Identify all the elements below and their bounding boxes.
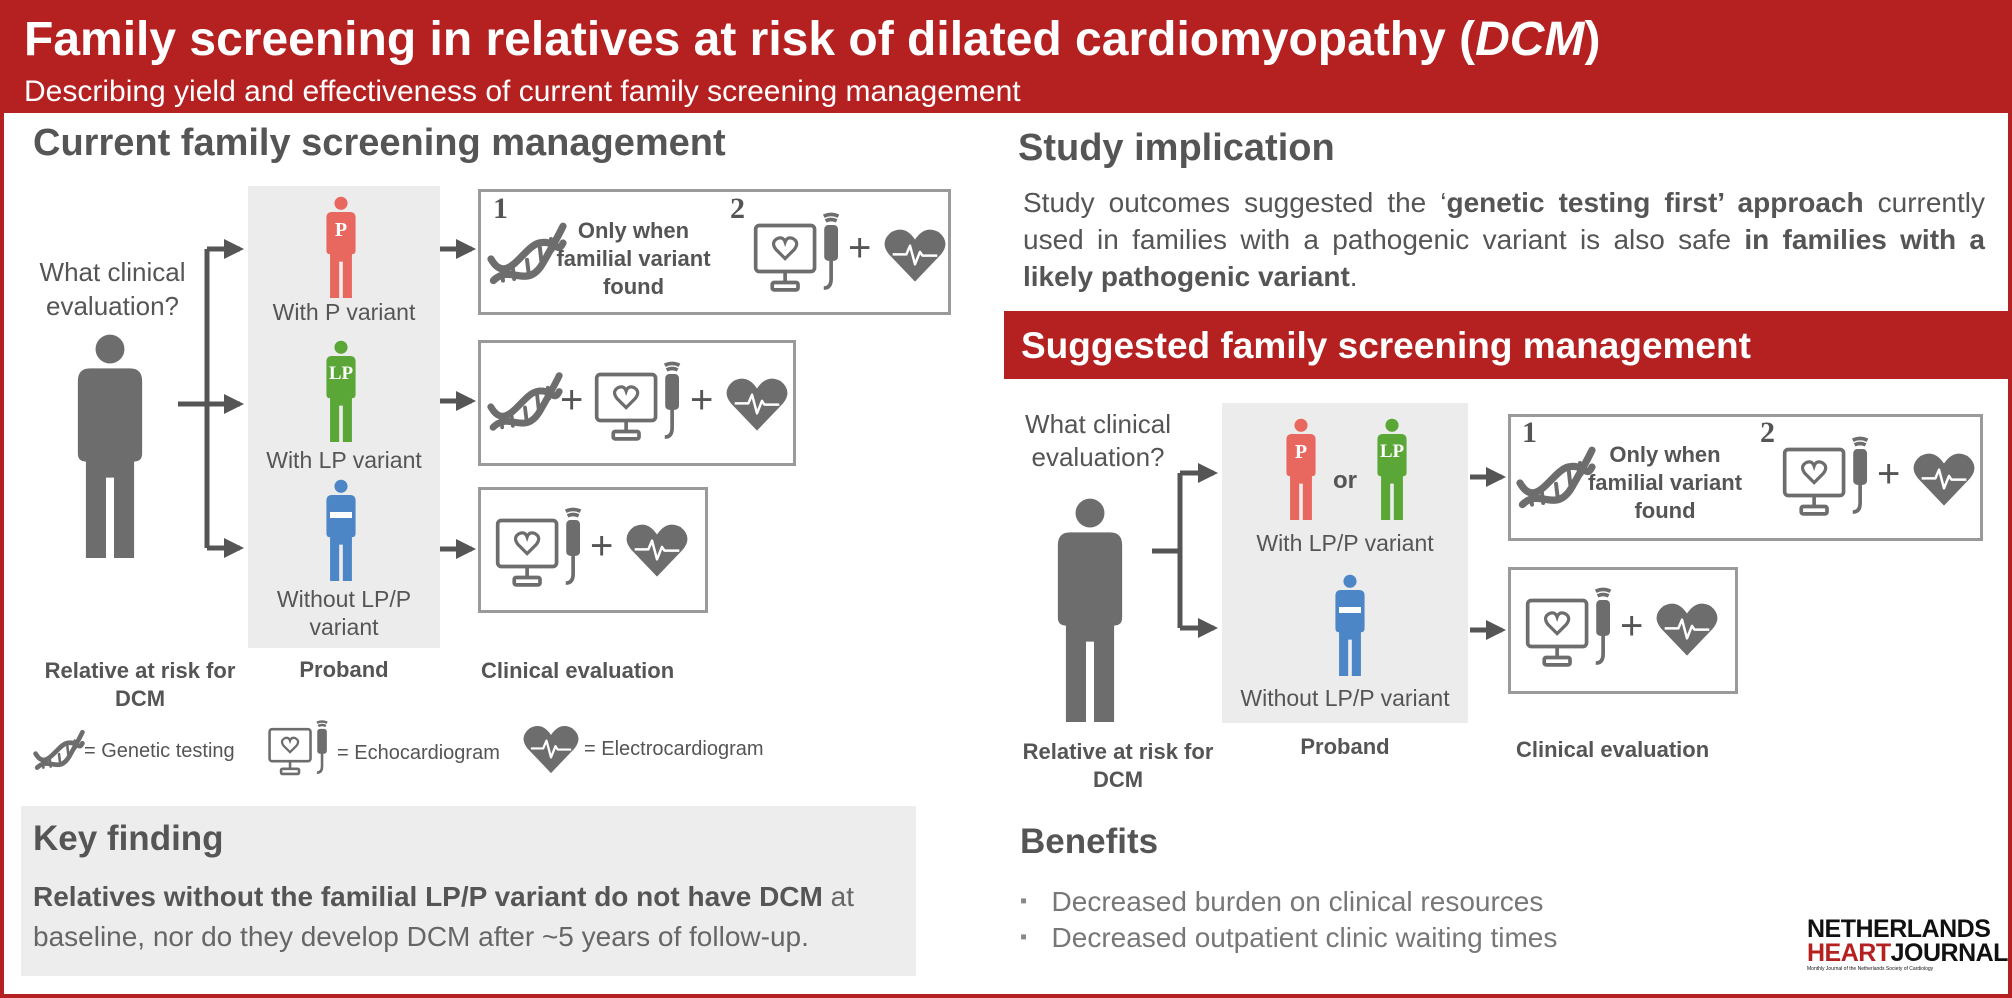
benefits-heading: Benefits [1020,822,1159,861]
legend-ecg-label: = Electrocardiogram [584,738,764,760]
suggested-management-heading: Suggested family screening management [1021,325,1751,366]
suggested-proband-none-label: Without LP/P variant [1240,685,1450,711]
echocardiogram-icon [1781,427,1873,529]
plus-sign: + [848,226,872,270]
suggested-clinical-question: What clinical evaluation? [1025,409,1171,472]
suggested-col-label-relative: Relative at risk for DCM [1022,739,1214,792]
suggested-step-1-number: 1 [1522,416,1537,449]
main-title: Family screening in relatives at risk of… [24,13,1601,66]
or-label: or [1333,467,1357,494]
subtitle: Describing yield and effectiveness of cu… [24,75,1021,108]
genetic-first-box [478,189,951,315]
suggested-proband-none-icon [1335,574,1365,676]
only-when-text: Only when familial variant found [556,218,711,299]
plus-sign: + [690,378,714,422]
study-implication-heading: Study implication [1018,127,1335,169]
lp-badge: LP [328,363,354,384]
suggested-genetic-first-box [1508,414,1983,541]
proband-none-band [330,512,352,518]
suggested-p-badge: P [1294,441,1308,463]
bullet-icon: ▪ [1020,926,1028,948]
benefits-list: ▪ Decreased burden on clinical resources… [1020,886,1557,958]
study-implication-text: Study outcomes suggested the ‘genetic te… [1023,187,1985,292]
plus-sign: + [1620,604,1644,648]
suggested-proband-lp-icon [1377,418,1407,520]
suggested-col-label-proband: Proband [1300,734,1390,759]
key-finding-panel [21,806,916,976]
dna-icon [1516,434,1596,524]
plus-sign: + [590,524,614,568]
benefit-item: ▪ Decreased outpatient clinic waiting ti… [1020,922,1558,953]
proband-none-label: Without LP/P variant [276,586,412,640]
benefit-item: ▪ Decreased burden on clinical resources [1020,886,1544,917]
ecg-heart-icon [1913,452,1975,508]
p-badge: P [334,219,348,241]
suggested-proband-p-icon [1286,418,1316,520]
proband-lp-label: With LP variant [266,447,422,473]
logo-line1: NETHERLANDS [1807,915,1991,943]
header-banner: Family screening in relatives at risk of… [0,0,2012,113]
suggested-management-banner: Suggested family screening management [1004,311,2008,379]
ecg-heart-icon [1656,602,1718,658]
legend-echo-label: = Echocardiogram [337,742,500,764]
plus-sign: + [1877,452,1901,496]
nhj-logo: NETHERLANDS HEARTJOURNAL Monthly Journal… [1807,917,2008,973]
suggested-proband-none-band [1339,607,1361,613]
step-1-number: 1 [493,192,508,225]
col-label-proband: Proband [299,657,389,682]
col-label-clinical: Clinical evaluation [481,658,675,683]
key-finding-heading: Key finding [33,819,224,858]
echocardiogram-icon [1524,578,1616,680]
step-2-number: 2 [730,192,745,225]
bullet-icon: ▪ [1020,890,1028,912]
proband-p-label: With P variant [272,299,416,325]
clinical-question: What clinical evaluation? [39,257,186,321]
suggested-only-when-text: Only when familial variant found [1587,442,1743,523]
logo-line2: HEARTJOURNAL [1807,939,2008,967]
col-label-relative: Relative at risk for DCM [44,658,236,711]
plus-sign: + [560,378,584,422]
current-management-heading: Current family screening management [33,122,726,164]
suggested-col-label-clinical: Clinical evaluation [1516,737,1710,762]
suggested-lp-badge: LP [1379,441,1405,462]
suggested-proband-lpp-label: With LP/P variant [1256,530,1434,556]
key-finding-text: Relatives without the familial LP/P vari… [33,881,854,952]
logo-tagline: Monthly Journal of the Netherlands Socie… [1807,966,1934,972]
legend-genetic-label: = Genetic testing [84,740,235,762]
suggested-step-2-number: 2 [1760,416,1775,449]
